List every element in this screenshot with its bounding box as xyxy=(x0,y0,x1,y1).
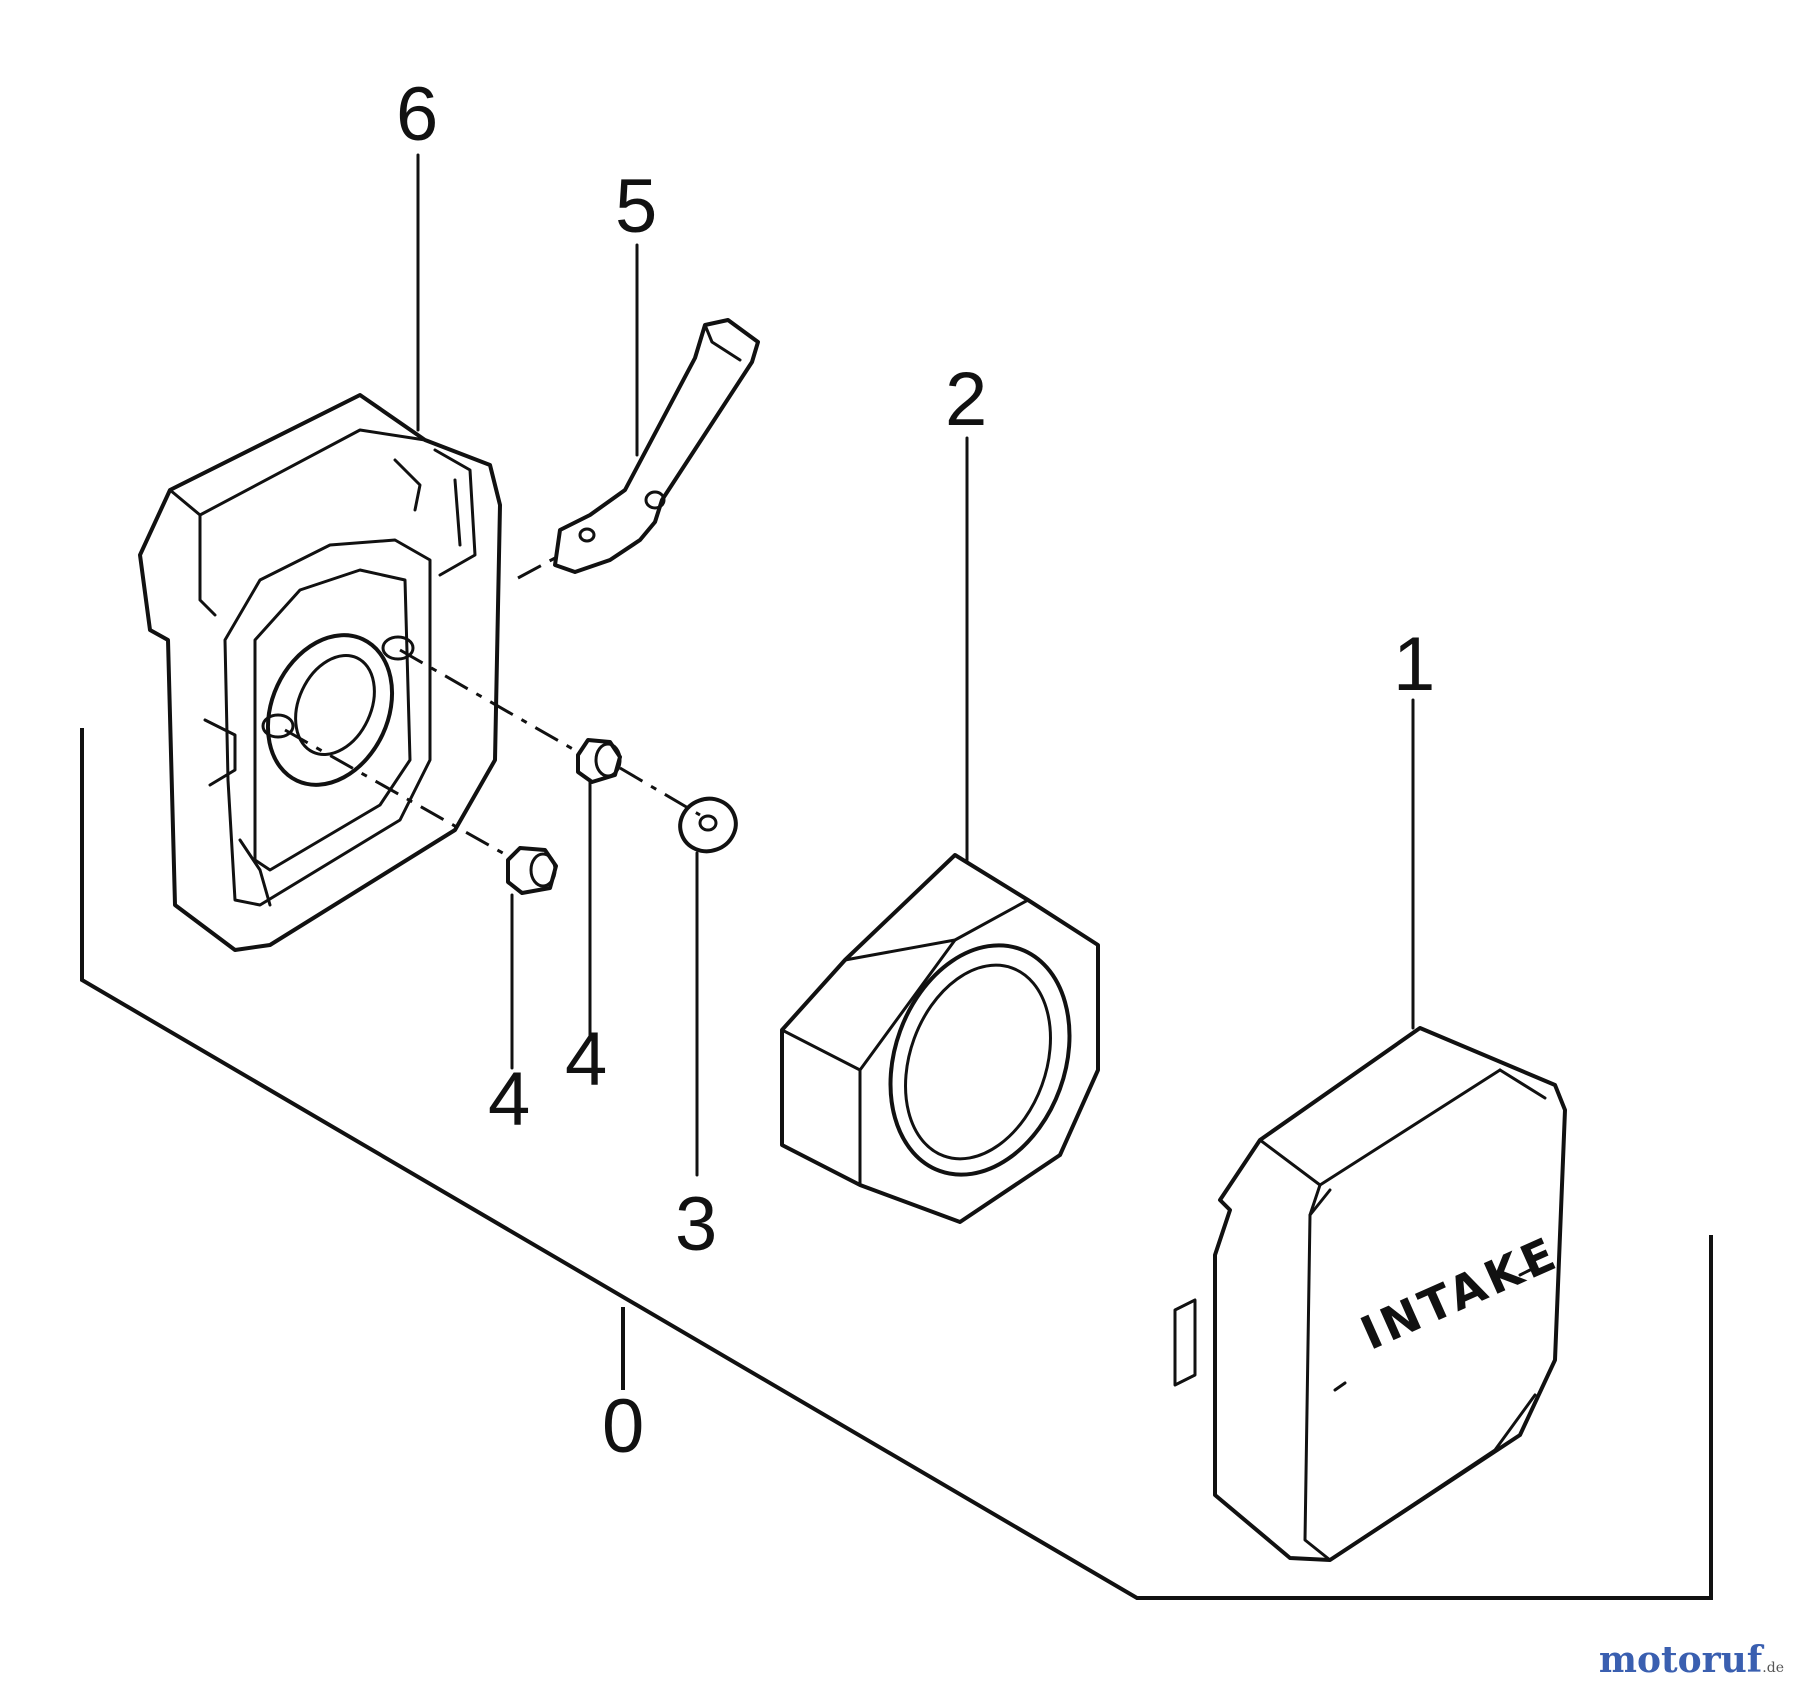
label-part-1: 1 xyxy=(1393,622,1435,707)
intake-marking: INTAKE xyxy=(1353,1226,1567,1361)
watermark-logo: motoruf.de xyxy=(1599,1639,1784,1681)
label-part-4-lower: 4 xyxy=(488,1057,530,1142)
air-cleaner-cover: INTAKE xyxy=(1173,1026,1567,1562)
watermark-brand: motoruf xyxy=(1598,1639,1763,1681)
air-filter-element xyxy=(780,853,1100,1224)
air-cleaner-base xyxy=(138,393,502,952)
collar-lower xyxy=(284,728,558,895)
choke-lever xyxy=(517,318,760,580)
label-part-4-upper: 4 xyxy=(565,1017,607,1102)
label-part-5: 5 xyxy=(615,164,657,249)
label-part-2: 2 xyxy=(945,357,987,442)
label-assembly-0: 0 xyxy=(602,1384,644,1469)
label-part-3: 3 xyxy=(675,1182,717,1267)
label-part-6: 6 xyxy=(396,72,438,157)
watermark-tld: .de xyxy=(1762,1660,1784,1676)
collar-upper xyxy=(399,648,701,817)
leader-lines xyxy=(416,153,1415,1177)
assembly-bracket xyxy=(80,728,1713,1600)
part-labels: 6 5 2 1 4 4 3 0 xyxy=(396,72,1435,1469)
washer xyxy=(678,796,738,854)
